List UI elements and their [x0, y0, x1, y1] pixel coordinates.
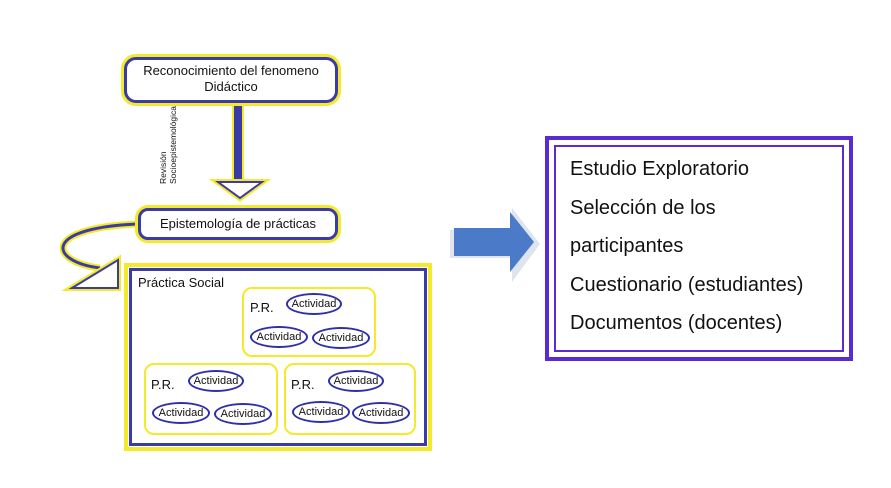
connector-label: Revisión Socioepistemológica — [158, 102, 178, 184]
pr-group: P.R. Actividad Actividad Actividad — [144, 363, 278, 435]
pr-label: P.R. — [250, 300, 274, 315]
connector-label-line-2: Socioepistemológica — [168, 106, 178, 184]
social-practice-box: Práctica Social P.R. Actividad Actividad… — [124, 263, 432, 451]
vertical-connector — [208, 99, 272, 202]
activity-oval: Actividad — [152, 402, 210, 424]
summary-line: Documentos (docentes) — [570, 312, 783, 334]
curved-connector — [59, 220, 139, 291]
summary-line: Cuestionario (estudiantes) — [570, 273, 804, 296]
activity-oval: Actividad — [286, 293, 342, 315]
right-arrow-icon — [450, 208, 540, 282]
epistemology-node: Epistemología de prácticas — [138, 208, 338, 240]
activity-oval: Actividad — [250, 326, 308, 348]
activity-oval: Actividad — [214, 403, 272, 425]
pr-group: P.R. Actividad Actividad Actividad — [284, 363, 416, 435]
pr-label: P.R. — [151, 377, 175, 392]
summary-line: Estudio Exploratorio — [570, 158, 749, 180]
activity-oval: Actividad — [352, 402, 410, 424]
pr-label: P.R. — [291, 377, 315, 392]
summary-line: Selección de los — [570, 196, 716, 219]
activity-oval: Actividad — [328, 370, 384, 392]
summary-line: participantes — [570, 235, 684, 257]
summary-box: Estudio Exploratorio Selección de los pa… — [545, 136, 853, 361]
epistemology-label: Epistemología de prácticas — [159, 216, 317, 231]
recognition-line-2: Didáctico — [204, 79, 258, 94]
activity-oval: Actividad — [292, 401, 350, 423]
connector-label-line-1: Revisión — [158, 151, 168, 184]
activity-oval: Actividad — [188, 370, 244, 392]
recognition-line-1: Reconocimiento del fenomeno — [143, 63, 319, 78]
social-practice-title: Práctica Social — [138, 275, 224, 290]
activity-oval: Actividad — [312, 327, 370, 349]
pr-group: P.R. Actividad Actividad Actividad — [242, 287, 376, 357]
recognition-node: Reconocimiento del fenomeno Didáctico — [124, 57, 338, 103]
